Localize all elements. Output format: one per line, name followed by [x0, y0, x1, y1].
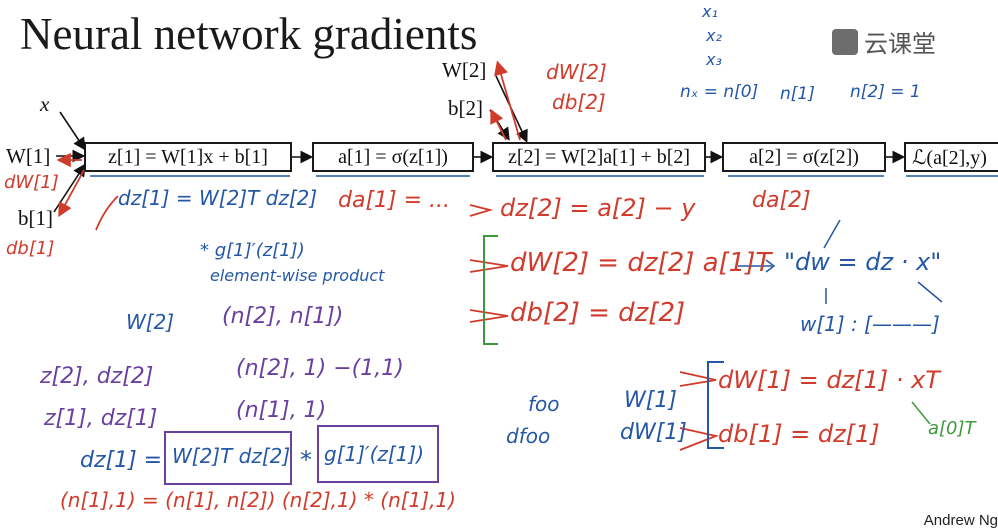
eq-db1: db[1] = dz[1] [718, 420, 880, 448]
eq-dz1-big-star: * [300, 446, 312, 474]
page-title: Neural network gradients [20, 9, 478, 59]
note-dw1-left: dW[1] [4, 172, 59, 193]
eq-dW1: dW[1] = dz[1] · xT [718, 366, 940, 394]
footer-author: Andrew Ng [923, 512, 998, 529]
box-loss-text: ℒ(a[2],y) [912, 146, 987, 169]
note-W1-r: W[1] [624, 388, 677, 413]
note-foo: foo [528, 392, 560, 416]
eq-dw-analog: "dw = dz · x" [784, 248, 942, 276]
note-dW2-top: dW[2] [546, 60, 607, 84]
eq-shape-bottom: (n[1],1) = (n[1], n[2]) (n[2],1) * (n[1]… [60, 488, 456, 512]
box-z1-text: z[1] = W[1]x + b[1] [108, 145, 268, 168]
note-dz2-under: dz[2] = a[2] − y [500, 194, 696, 222]
eq-dW2-text: dW[2] = dz[2] a[1]T [510, 248, 772, 278]
input-x: x [40, 92, 50, 116]
note-x2: x₂ [706, 26, 722, 45]
note-dfoo: dfoo [506, 424, 551, 448]
note-da1-under: da[1] = ... [338, 188, 451, 213]
shape-W2-dims: (n[2], n[1]) [222, 304, 344, 329]
input-b1: b[1] [18, 206, 53, 230]
watermark: 云课堂 [832, 24, 936, 59]
note-dz1-under: dz[1] = W[2]T dz[2] [118, 186, 318, 210]
note-x1: x₁ [702, 2, 718, 21]
note-a0T: a[0]T [928, 418, 976, 439]
input-W1: W[1] [6, 144, 51, 168]
note-elementwise-g: * g[1]′(z[1]) [200, 240, 305, 261]
eq-db2: db[2] = dz[2] [510, 298, 685, 328]
note-nx: nₓ = n[0] [680, 82, 759, 102]
shape-z2-label: z[2], dz[2] [40, 364, 154, 389]
shape-W2-label: W[2] [126, 310, 175, 334]
note-x3: x₃ [706, 50, 722, 69]
box-z2-text: z[2] = W[2]a[1] + b[2] [507, 145, 691, 168]
shape-z1-label: z[1], dz[1] [44, 406, 158, 431]
note-db2-top: db[2] [552, 90, 606, 114]
shape-z2-dims: (n[2], 1) −(1,1) [236, 356, 404, 381]
note-n1: n[1] [780, 84, 815, 104]
cloud-classroom-logo-icon [832, 28, 858, 55]
box-a2-text: a[2] = σ(z[2]) [749, 145, 859, 168]
eq-dz1-big-term2: g[1]′(z[1]) [324, 442, 424, 466]
note-da2-under: da[2] [752, 188, 811, 213]
input-W2: W[2] [442, 58, 487, 82]
eq-dW2: dW[2] = dz[2] a[1]T [510, 248, 771, 278]
eq-db2-text: db[2] = dz[2] [510, 298, 686, 328]
eq-w1-bracket: w[1] : [———] [800, 312, 940, 336]
watermark-text: 云课堂 [864, 30, 936, 58]
note-db1-left: db[1] [6, 238, 55, 259]
input-b2: b[2] [448, 96, 483, 120]
box-a1-text: a[1] = σ(z[1]) [338, 145, 448, 168]
note-n2: n[2] = 1 [850, 82, 921, 102]
eq-dz1-big-term1: W[2]T dz[2] [172, 444, 291, 468]
note-elementwise-label: element-wise product [210, 266, 385, 285]
eq-dz1-big-lhs: dz[1] = [80, 448, 163, 473]
note-dW1-r: dW[1] [620, 420, 687, 445]
shape-z1-dims: (n[1], 1) [236, 398, 327, 423]
